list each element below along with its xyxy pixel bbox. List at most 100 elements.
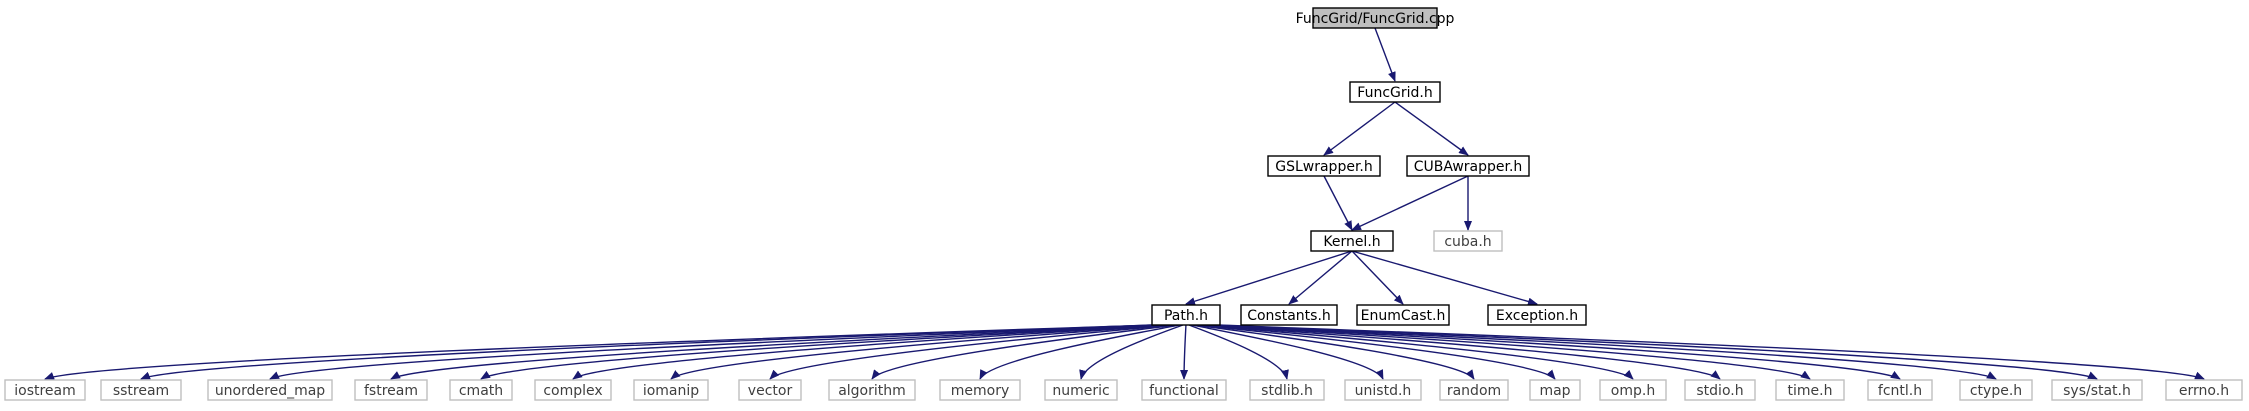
node-label: unordered_map: [215, 383, 325, 399]
graph-node-cuba-h: cuba.h: [1433, 230, 1503, 252]
node-label: unistd.h: [1355, 383, 1412, 399]
edge-path-h-to-numeric: [1079, 324, 1184, 380]
node-box: [1684, 379, 1756, 401]
node-label: iomanip: [643, 383, 699, 399]
node-label: algorithm: [838, 383, 906, 399]
node-box: [1267, 155, 1381, 177]
node-label: EnumCast.h: [1361, 308, 1446, 324]
graph-node-exception-h[interactable]: Exception.h: [1487, 304, 1587, 326]
edge-path-h-to-unordered-map: [269, 324, 1158, 380]
graph-node-complex: complex: [534, 379, 612, 401]
node-box: [100, 379, 182, 401]
node-box: [1529, 379, 1581, 401]
graph-node-funcgrid-h[interactable]: FuncGrid.h: [1349, 81, 1441, 103]
edge-path-h-to-algorithm: [871, 324, 1177, 380]
graph-node-constants-h[interactable]: Constants.h: [1240, 304, 1338, 326]
edges: [44, 27, 2205, 380]
edge-funcgrid-h-to-cubawrapper-h: [1394, 101, 1469, 156]
edge-kernel-h-to-constants-h: [1288, 250, 1353, 305]
edge-path-h-to-unistd-h: [1191, 324, 1384, 380]
node-label: Path.h: [1164, 308, 1208, 324]
edge-path-h-to-random: [1194, 324, 1475, 380]
node-box: [1310, 230, 1394, 252]
node-label: time.h: [1788, 383, 1833, 399]
node-label: FuncGrid.h: [1357, 85, 1432, 101]
graph-node-functional: functional: [1141, 379, 1227, 401]
node-box: [1487, 304, 1587, 326]
graph-node-time-h: time.h: [1775, 379, 1845, 401]
edge-funcgrid-h-to-gslwrapper-h: [1323, 101, 1396, 156]
edge-path-h-to-omp-h: [1199, 324, 1634, 380]
node-box: [828, 379, 916, 401]
node-label: vector: [748, 383, 793, 399]
edge-gslwrapper-h-to-kernel-h: [1323, 175, 1353, 231]
graph-node-ctype-h: ctype.h: [1959, 379, 2033, 401]
graph-node-kernel-h[interactable]: Kernel.h: [1310, 230, 1394, 252]
node-label: Constants.h: [1247, 308, 1331, 324]
edge-path-h-to-complex: [572, 324, 1168, 380]
graph-node-omp-h: omp.h: [1599, 379, 1667, 401]
graph-node-path-h[interactable]: Path.h: [1151, 304, 1221, 326]
node-label: sstream: [113, 383, 169, 399]
node-label: ctype.h: [1970, 383, 2022, 399]
graph-node-memory: memory: [939, 379, 1021, 401]
node-box: [1312, 7, 1438, 29]
node-label: cuba.h: [1444, 234, 1491, 250]
node-label: CUBAwrapper.h: [1414, 159, 1523, 175]
node-label: GSLwrapper.h: [1275, 159, 1373, 175]
edge-path-h-to-map: [1197, 324, 1556, 380]
node-box: [633, 379, 709, 401]
graph-node-gslwrapper-h[interactable]: GSLwrapper.h: [1267, 155, 1381, 177]
graph-node-cubawrapper-h[interactable]: CUBAwrapper.h: [1406, 155, 1530, 177]
edge-kernel-h-to-enumcast-h: [1351, 250, 1404, 305]
node-box: [1344, 379, 1422, 401]
graph-node-sstream: sstream: [100, 379, 182, 401]
edge-path-h-to-cmath: [480, 324, 1165, 380]
node-box: [1349, 81, 1441, 103]
graph-node-enumcast-h[interactable]: EnumCast.h: [1356, 304, 1450, 326]
graph-node-funcgrid-cpp[interactable]: FuncGrid/FuncGrid.cpp: [1296, 7, 1455, 29]
node-box: [449, 379, 513, 401]
edge-path-h-to-vector: [769, 324, 1174, 380]
node-label: fstream: [364, 383, 418, 399]
node-label: omp.h: [1611, 383, 1655, 399]
graph-node-iomanip: iomanip: [633, 379, 709, 401]
graph-node-stdio-h: stdio.h: [1684, 379, 1756, 401]
graph-node-vector: vector: [738, 379, 802, 401]
edge-path-h-to-errno-h: [1217, 324, 2205, 380]
graph-node-iostream: iostream: [4, 379, 86, 401]
graph-node-stdlib-h: stdlib.h: [1249, 379, 1325, 401]
graph-node-numeric: numeric: [1044, 379, 1118, 401]
node-label: fcntl.h: [1878, 383, 1922, 399]
node-box: [738, 379, 802, 401]
node-box: [207, 379, 333, 401]
edge-path-h-to-sstream: [140, 324, 1154, 380]
node-box: [1433, 230, 1503, 252]
node-box: [1959, 379, 2033, 401]
node-label: map: [1539, 383, 1570, 399]
node-box: [1356, 304, 1450, 326]
edge-path-h-to-iomanip: [670, 324, 1171, 380]
node-label: stdio.h: [1696, 383, 1743, 399]
node-box: [4, 379, 86, 401]
node-label: Exception.h: [1496, 308, 1578, 324]
node-label: cmath: [459, 383, 503, 399]
node-box: [534, 379, 612, 401]
edge-funcgrid-cpp-to-funcgrid-h: [1374, 27, 1396, 82]
node-box: [1775, 379, 1845, 401]
node-box: [1439, 379, 1509, 401]
edge-path-h-to-stdlib-h: [1188, 324, 1289, 380]
node-box: [2165, 379, 2243, 401]
graph-node-algorithm: algorithm: [828, 379, 916, 401]
node-label: Kernel.h: [1323, 234, 1380, 250]
node-label: complex: [543, 383, 602, 399]
node-label: functional: [1149, 383, 1219, 399]
nodes: FuncGrid/FuncGrid.cppFuncGrid.hGSLwrappe…: [4, 7, 2243, 401]
node-label: FuncGrid/FuncGrid.cpp: [1296, 11, 1455, 27]
graph-node-errno-h: errno.h: [2165, 379, 2243, 401]
graph-node-map: map: [1529, 379, 1581, 401]
graph-node-sys-stat-h: sys/stat.h: [2051, 379, 2143, 401]
node-label: iostream: [14, 383, 76, 399]
graph-node-fstream: fstream: [354, 379, 428, 401]
